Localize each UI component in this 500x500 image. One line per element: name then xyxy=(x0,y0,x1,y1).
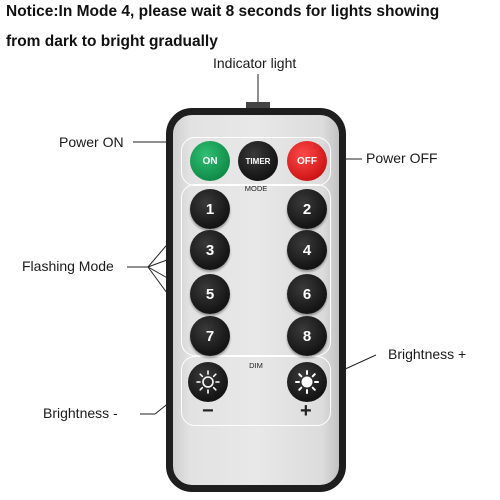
dim-button-panel xyxy=(181,356,331,426)
minus-sign: − xyxy=(202,400,214,422)
callout-flashing-mode: Flashing Mode xyxy=(22,258,114,274)
callout-indicator-light: Indicator light xyxy=(213,55,297,71)
timer-button[interactable]: TIMER xyxy=(238,141,278,181)
mode-2-button[interactable]: 2 xyxy=(287,189,327,229)
mode-section-label: MODE xyxy=(244,184,268,193)
power-on-button[interactable]: ON xyxy=(190,141,230,181)
callout-brightness-minus: Brightness - xyxy=(43,405,118,421)
mode-button-panel xyxy=(181,184,331,356)
mode-5-button[interactable]: 5 xyxy=(190,274,230,314)
mode-1-button[interactable]: 1 xyxy=(190,189,230,229)
callout-brightness-plus: Brightness + xyxy=(388,346,467,362)
mode-8-button[interactable]: 8 xyxy=(287,316,327,356)
power-off-button[interactable]: OFF xyxy=(287,141,327,181)
callout-power-off: Power OFF xyxy=(366,150,438,166)
mode-6-button[interactable]: 6 xyxy=(287,274,327,314)
power-button-panel xyxy=(181,137,331,186)
indicator-light xyxy=(246,102,270,108)
callout-power-on: Power ON xyxy=(59,134,124,150)
sun-outline-icon xyxy=(196,370,220,394)
dim-section-label: DIM xyxy=(249,361,263,370)
notice-line-2: from dark to bright gradually xyxy=(6,33,218,50)
mode-3-button[interactable]: 3 xyxy=(190,230,230,270)
brightness-down-button[interactable] xyxy=(188,362,228,402)
mode-4-button[interactable]: 4 xyxy=(287,230,327,270)
mode-7-button[interactable]: 7 xyxy=(190,316,230,356)
sun-filled-icon xyxy=(295,370,319,394)
plus-sign: + xyxy=(300,400,312,422)
brightness-up-button[interactable] xyxy=(287,362,327,402)
notice-line-1: Notice:In Mode 4, please wait 8 seconds … xyxy=(6,3,440,20)
